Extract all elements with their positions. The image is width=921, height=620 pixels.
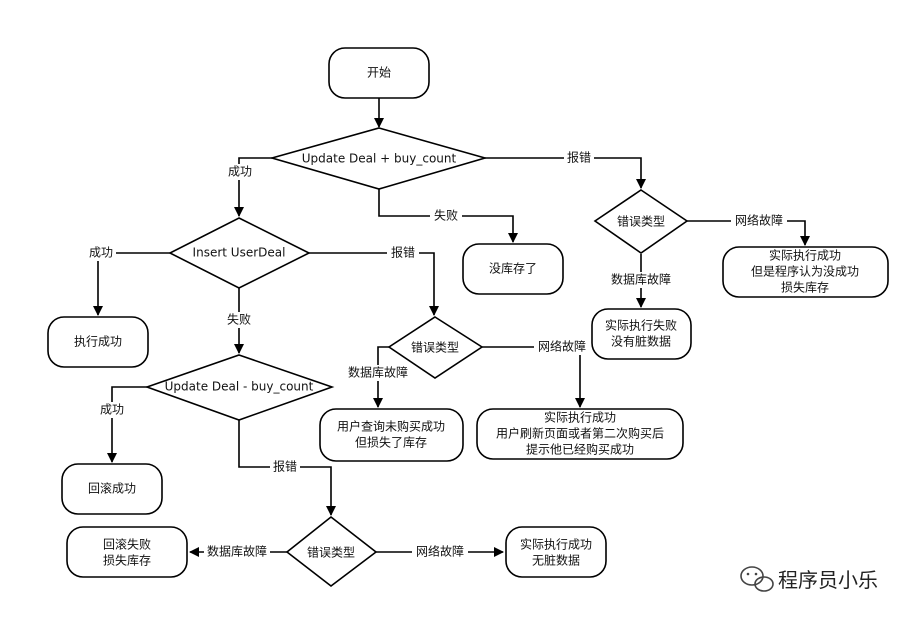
edge-error-b-net [687, 220, 810, 246]
edge-label-success-3: 成功 [100, 403, 124, 417]
edge-label-net-fault-b: 网络故障 [735, 213, 783, 228]
rollback-fail-label-2: 损失库存 [103, 553, 151, 568]
edge-label-db-fault-b: 数据库故障 [611, 272, 671, 287]
error-type-c-decision [285, 515, 378, 588]
actual-success-a-label-3: 提示他已经购买成功 [526, 442, 634, 457]
user-query-label-2: 但损失了库存 [355, 435, 427, 450]
user-query-node [319, 408, 464, 462]
exec-success-label: 执行成功 [74, 335, 122, 349]
rollback-success-label: 回滚成功 [88, 481, 136, 496]
actual-success-c-label-1: 实际执行成功 [520, 537, 592, 552]
start-node [328, 47, 430, 99]
actual-success-c-node [505, 526, 607, 578]
actual-success-a-label-2: 用户刷新页面或者第二次购买后 [496, 426, 664, 441]
error-type-b-label: 错误类型 [617, 215, 665, 229]
error-type-a-decision [387, 316, 484, 379]
update-plus-decision [269, 127, 488, 190]
edge-label-fail-1: 失败 [434, 208, 458, 223]
edge-label-error-3: 报错 [273, 459, 297, 474]
start-label: 开始 [367, 66, 391, 80]
actual-success-b-node [722, 246, 889, 298]
update-plus-label: Update Deal + buy_count [302, 152, 457, 166]
actual-fail-label-2: 没有脏数据 [611, 334, 671, 349]
edge-update-plus-error [485, 157, 646, 189]
no-stock-label: 没库存了 [489, 261, 537, 276]
insert-user-deal-decision [168, 217, 311, 289]
rollback-fail-label-1: 回滚失败 [103, 537, 151, 552]
rollback-fail-node [66, 526, 188, 578]
actual-success-b-label-2: 但是程序认为没成功 [751, 264, 859, 279]
edge-update-plus-success [234, 157, 272, 217]
actual-success-a-label-1: 实际执行成功 [544, 410, 616, 425]
user-query-label-1: 用户查询未购买成功 [337, 419, 445, 434]
edge-label-db-fault-c: 数据库故障 [207, 544, 267, 559]
edge-label-db-fault-a: 数据库故障 [348, 365, 408, 380]
watermark-text: 程序员小乐 [778, 568, 878, 592]
edge-label-success-1: 成功 [228, 165, 252, 179]
actual-success-c-label-2: 无脏数据 [532, 553, 580, 568]
error-type-b-decision [593, 189, 689, 254]
actual-success-b-label-3: 损失库存 [781, 280, 829, 295]
error-type-a-label: 错误类型 [411, 341, 459, 355]
watermark: 程序员小乐 [740, 566, 878, 592]
actual-success-b-label-1: 实际执行成功 [769, 248, 841, 263]
rollback-success-node [61, 463, 163, 515]
exec-success-node [47, 316, 149, 368]
error-type-c-label: 错误类型 [307, 546, 355, 560]
wechat-icon [740, 566, 774, 592]
edge-label-net-fault-a: 网络故障 [538, 339, 586, 354]
edge-label-error-2: 报错 [391, 245, 415, 260]
edge-label-error-1: 报错 [567, 150, 591, 165]
edge-insert-error [309, 252, 439, 316]
insert-user-deal-label: Insert UserDeal [193, 246, 286, 260]
actual-success-a-node [476, 408, 684, 460]
edge-label-success-2: 成功 [89, 246, 113, 260]
edge-error-a-db [373, 346, 389, 408]
edge-label-net-fault-c: 网络故障 [416, 544, 464, 559]
actual-fail-label-1: 实际执行失败 [605, 318, 677, 333]
update-minus-label: Update Deal - buy_count [165, 380, 314, 394]
edge-insert-success [93, 252, 170, 316]
edge-update-minus-success [107, 386, 147, 463]
edge-error-a-net [482, 346, 585, 408]
edge-label-fail-2: 失败 [227, 312, 251, 327]
no-stock-node [462, 243, 564, 295]
actual-fail-node [591, 308, 692, 360]
update-minus-decision [144, 354, 335, 421]
